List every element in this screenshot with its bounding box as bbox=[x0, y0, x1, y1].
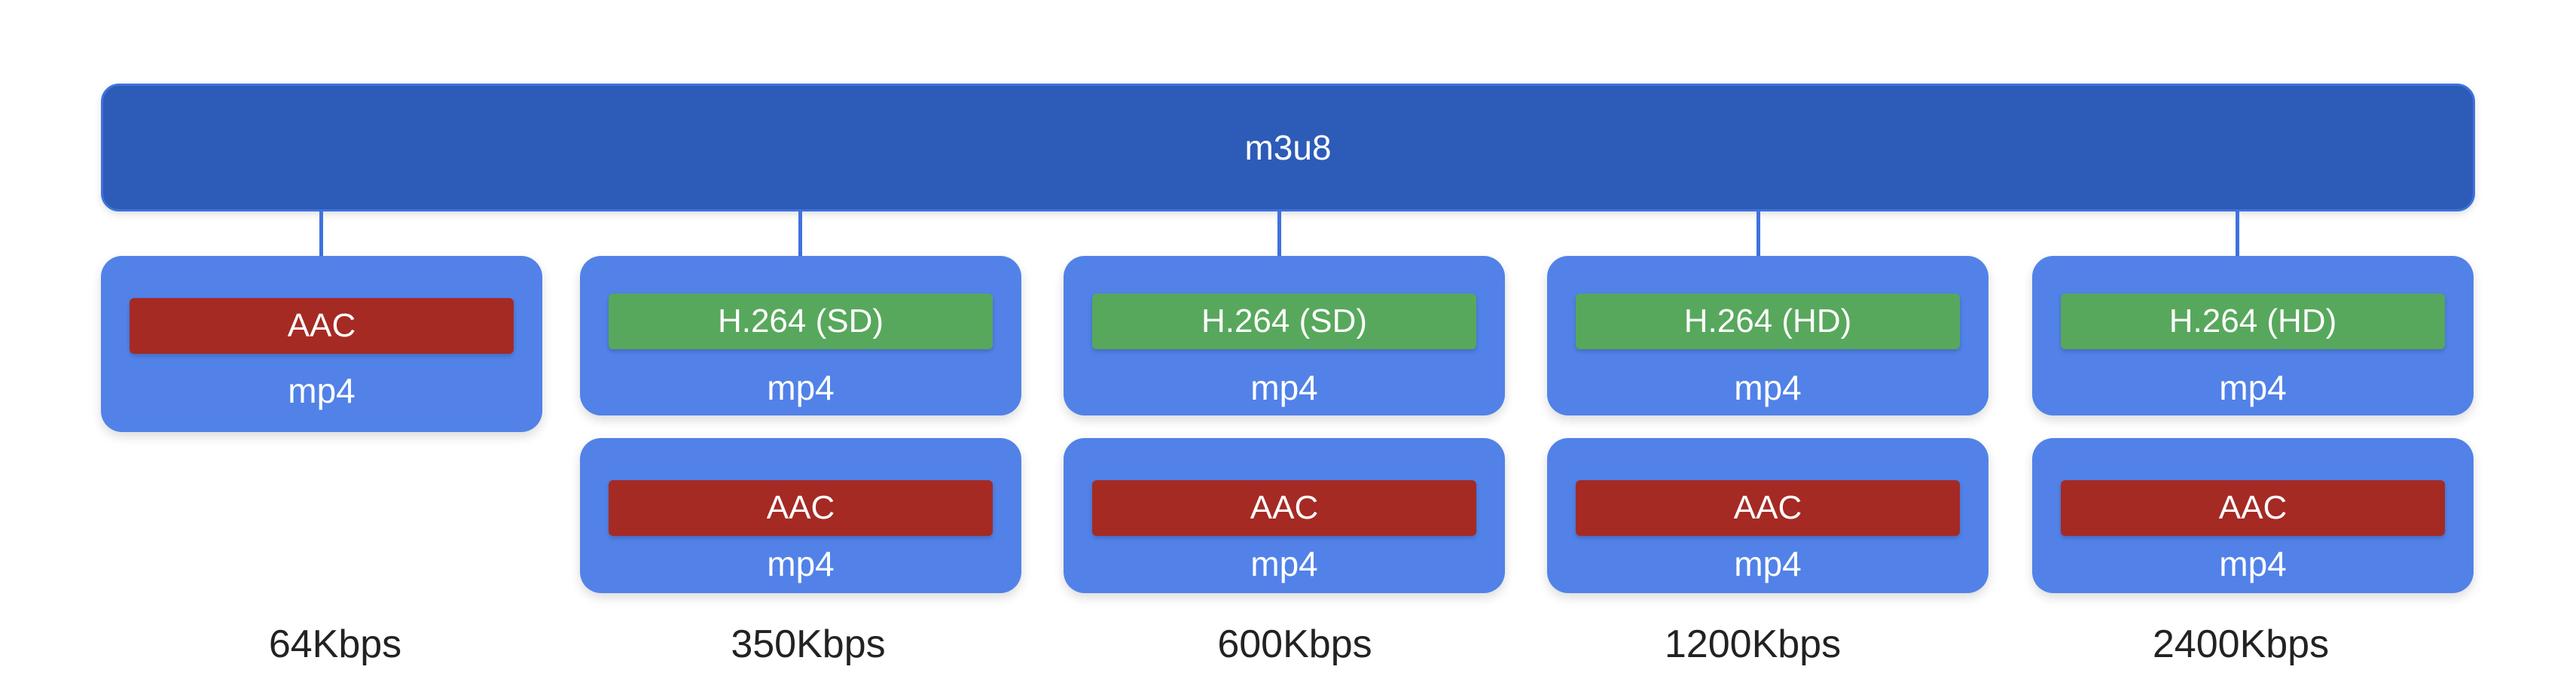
h264-track-bar: H.264 (HD) bbox=[2061, 294, 2445, 349]
track-label: AAC bbox=[1250, 489, 1319, 526]
connector-line bbox=[2236, 212, 2239, 257]
track-label: AAC bbox=[287, 307, 356, 344]
connector-line bbox=[1757, 212, 1760, 257]
m3u8-playlist-box: m3u8 bbox=[101, 84, 2475, 212]
track-label: AAC bbox=[1733, 489, 1802, 526]
mp4-container: H.264 (HD) mp4 bbox=[1547, 256, 1988, 415]
aac-track-bar: AAC bbox=[1576, 480, 1960, 536]
mp4-container: H.264 (SD) mp4 bbox=[1064, 256, 1505, 415]
track-label: H.264 (SD) bbox=[717, 303, 884, 339]
h264-track-bar: H.264 (SD) bbox=[1092, 294, 1476, 349]
container-format-label: mp4 bbox=[2219, 544, 2287, 583]
mp4-container: AAC mp4 bbox=[580, 438, 1021, 593]
connector-line bbox=[1277, 212, 1281, 257]
aac-track-bar: AAC bbox=[2061, 480, 2445, 536]
aac-track-bar: AAC bbox=[1092, 480, 1476, 536]
mp4-container: AAC mp4 bbox=[2032, 438, 2474, 593]
connector-line bbox=[319, 212, 323, 257]
track-label: H.264 (HD) bbox=[2169, 303, 2337, 339]
aac-track-bar: AAC bbox=[609, 480, 993, 536]
container-format-label: mp4 bbox=[1734, 368, 1802, 407]
container-format-label: mp4 bbox=[767, 544, 835, 583]
container-format-label: mp4 bbox=[288, 371, 356, 410]
container-format-label: mp4 bbox=[1250, 544, 1318, 583]
bitrate-label: 350Kbps bbox=[731, 622, 886, 666]
track-label: H.264 (SD) bbox=[1201, 303, 1368, 339]
bitrate-label: 2400Kbps bbox=[2152, 622, 2330, 666]
connector-line bbox=[798, 212, 802, 257]
mp4-container: AAC mp4 bbox=[1547, 438, 1988, 593]
track-label: AAC bbox=[766, 489, 835, 526]
bitrate-label: 64Kbps bbox=[268, 622, 402, 666]
container-format-label: mp4 bbox=[1734, 544, 1802, 583]
h264-track-bar: H.264 (SD) bbox=[609, 294, 993, 349]
h264-track-bar: H.264 (HD) bbox=[1576, 294, 1960, 349]
mp4-container: AAC mp4 bbox=[1064, 438, 1505, 593]
mp4-container: AAC mp4 bbox=[101, 256, 542, 432]
mp4-container: H.264 (HD) mp4 bbox=[2032, 256, 2474, 415]
track-label: H.264 (HD) bbox=[1683, 303, 1852, 339]
container-format-label: mp4 bbox=[2219, 368, 2287, 407]
aac-track-bar: AAC bbox=[130, 298, 514, 354]
container-format-label: mp4 bbox=[767, 368, 835, 407]
bitrate-label: 600Kbps bbox=[1217, 622, 1372, 666]
track-label: AAC bbox=[2218, 489, 2288, 526]
bitrate-label: 1200Kbps bbox=[1664, 622, 1842, 666]
mp4-container: H.264 (SD) mp4 bbox=[580, 256, 1021, 415]
container-format-label: mp4 bbox=[1250, 368, 1318, 407]
m3u8-label: m3u8 bbox=[1244, 128, 1332, 167]
